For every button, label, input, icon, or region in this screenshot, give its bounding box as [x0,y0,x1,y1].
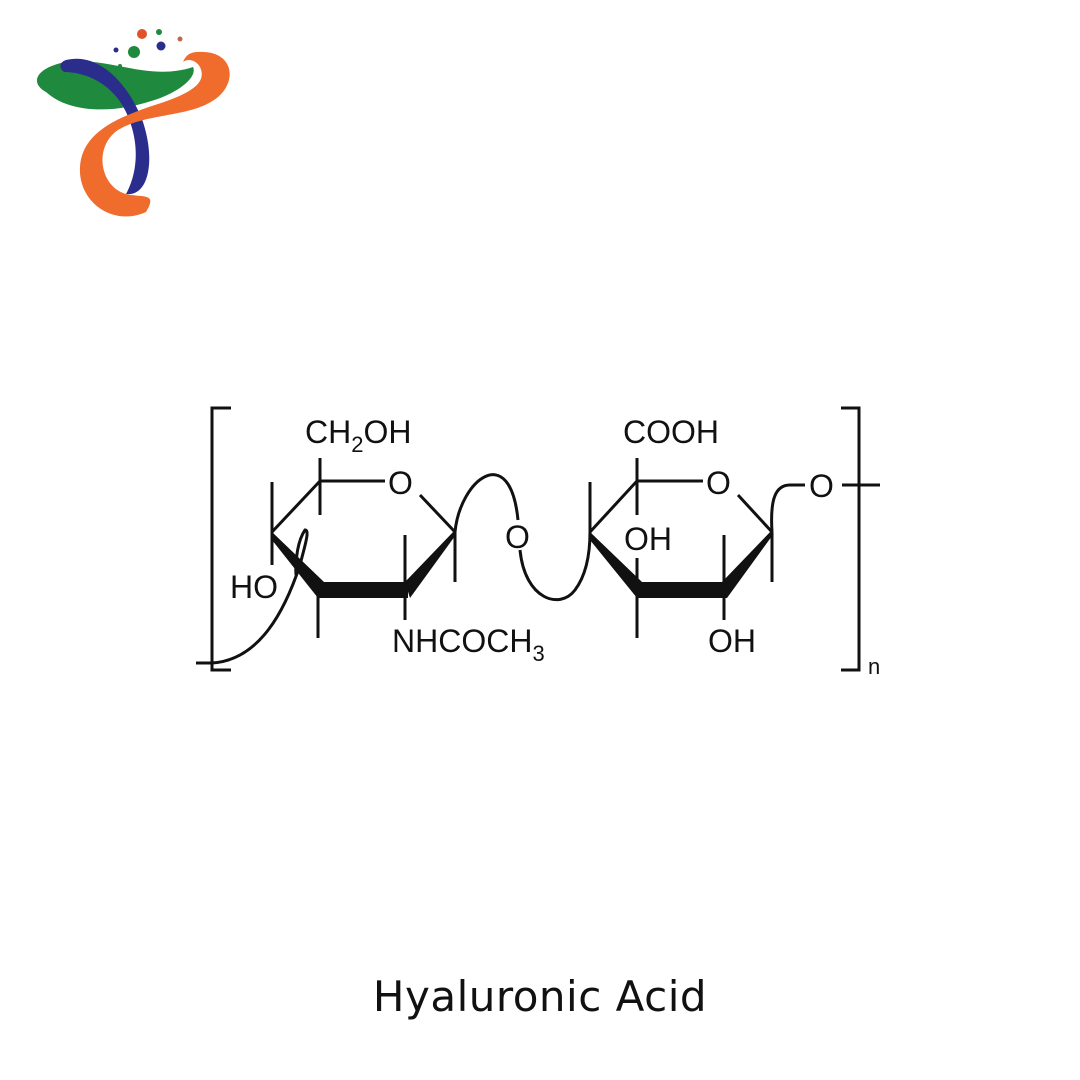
left-bracket [210,406,231,672]
label-nhcoch3: NHCOCH3 [392,623,545,666]
logo-dot [137,29,147,39]
label-ring2-oxygen: O [706,465,731,501]
label-cooh: COOH [623,414,719,450]
logo-dot [156,29,162,35]
label-repeat-n: n [868,654,880,679]
glycosidic-curve [453,473,520,533]
label-ring1-oxygen: O [388,465,413,501]
logo-dot [128,46,140,58]
label-oh-lower: OH [708,623,756,659]
right-bracket [841,406,861,672]
ring2-bold-bond [637,582,727,598]
brand-logo [36,29,230,217]
ring2-left-wedge [590,532,642,598]
ring1-bold-bond [318,582,408,598]
tail-curve [196,528,309,665]
ring1-left-wedge [272,532,324,598]
ring2-right-wedge [722,530,772,598]
ring1-right-wedge [405,530,455,598]
logo-navy-band [60,58,150,195]
label-glycosidic-oxygen: O [505,519,530,555]
logo-orange-band [79,51,230,217]
label-ho: HO [230,569,278,605]
logo-dot [156,41,166,51]
logo-dot [177,36,183,42]
label-ch2oh: CH2OH [305,414,411,457]
diagram-title: Hyaluronic Acid [372,972,708,1021]
logo-dot [113,47,119,53]
label-oh-upper: OH [624,521,672,557]
label-link-oxygen: O [809,468,834,504]
